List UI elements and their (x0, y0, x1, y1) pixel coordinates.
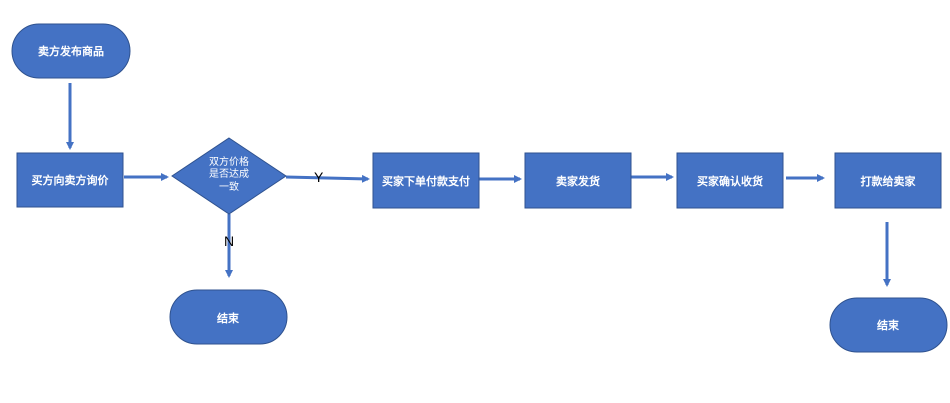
edge-label-yes: Y (314, 169, 324, 185)
edges: Y N (66, 83, 891, 287)
node-decision-label-line2: 是否达成 (209, 168, 249, 180)
node-inquiry-label: 买方向卖方询价 (32, 173, 110, 187)
process-shape (834, 152, 942, 209)
node-confirm-label: 买家确认收货 (697, 174, 763, 188)
process-shape (372, 152, 480, 209)
node-inquiry: 买方向卖方询价 (16, 152, 124, 208)
decision-shape (171, 137, 287, 215)
process-shape (676, 152, 784, 209)
node-payout-label: 打款给卖家 (861, 174, 917, 188)
terminator-shape (11, 23, 131, 79)
process-shape (16, 152, 124, 208)
node-decision-label-line3: 一致 (219, 180, 239, 193)
node-decision: 双方价格 是否达成 一致 (171, 137, 287, 215)
node-start: 卖方发布商品 (11, 23, 131, 79)
edge-decision-to-order (285, 174, 370, 183)
edge-label-no: N (224, 233, 234, 249)
node-end-no-label: 结束 (216, 311, 240, 325)
node-end-no: 结束 (169, 289, 288, 345)
node-end-yes: 结束 (829, 297, 948, 353)
node-ship: 卖家发货 (524, 152, 632, 209)
terminator-shape (829, 297, 948, 353)
terminator-shape (169, 289, 288, 345)
node-end-yes-label: 结束 (876, 318, 900, 332)
node-order-label: 买家下单付款支付 (382, 174, 470, 188)
node-order: 买家下单付款支付 (372, 152, 480, 209)
node-decision-label-line1: 双方价格 (209, 155, 249, 168)
node-ship-label: 卖家发货 (556, 174, 600, 188)
node-payout: 打款给卖家 (834, 152, 942, 209)
process-shape (524, 152, 632, 209)
node-confirm: 买家确认收货 (676, 152, 784, 209)
node-start-label: 卖方发布商品 (38, 44, 104, 58)
